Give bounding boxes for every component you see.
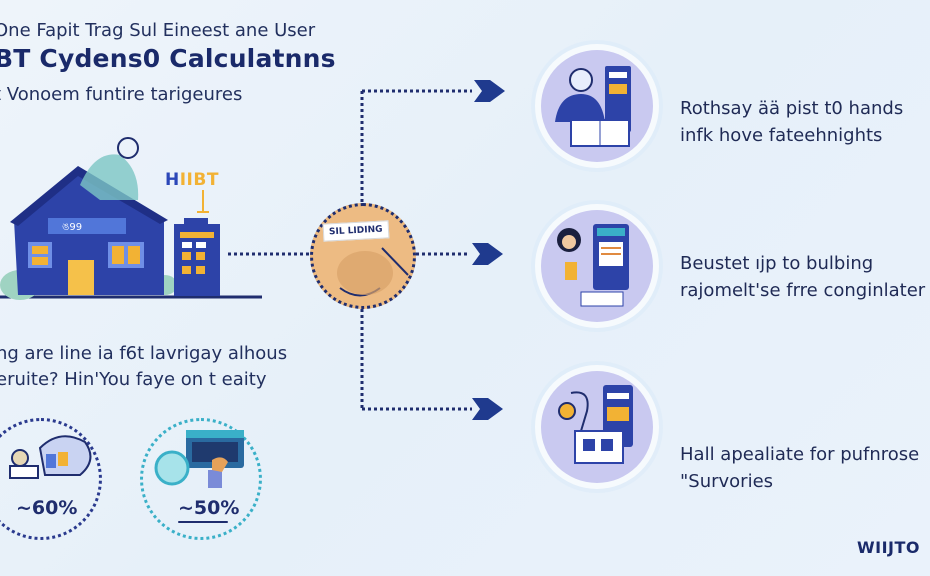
header-subtitle-top: One Fapit Trag Sul Eineest ane User <box>0 20 316 41</box>
piggy-bank-icon <box>9 435 92 479</box>
stat-value-1: ~60% <box>16 497 78 519</box>
header-subtitle-bottom: t Vonoem funtire tarigeures <box>0 84 243 105</box>
arrow-bottom-icon <box>472 398 503 420</box>
hbt-label: HIIBT <box>165 170 219 190</box>
monitor-icon <box>154 430 244 488</box>
hand-icon <box>337 247 409 297</box>
building-icon <box>174 190 220 296</box>
body-text-line-1: ng are line ia f6t lavrigay alhous <box>0 343 288 364</box>
center-label: SIL LIDING <box>322 220 389 242</box>
stat-value-2: ~50% <box>178 497 240 519</box>
feature-text-3-line-1: Hall apealiate for pufnrose <box>680 444 920 465</box>
feature-text-2-line-1: Beustet ıjp to bulbing <box>680 253 874 274</box>
stat-circle-1 <box>0 418 102 540</box>
feature-circle-3 <box>541 371 653 483</box>
feature-circle-2 <box>541 210 653 322</box>
house-sign: ঙ99 <box>62 222 82 233</box>
house-illustration: ঙ99 <box>0 137 177 300</box>
feature-text-1-line-1: Rothsay ää pist t0 hands <box>680 98 904 119</box>
feature-text-3-line-2: "Survories <box>680 471 774 492</box>
brand-logo: WIIJTO <box>857 538 921 557</box>
device-documents-icon <box>558 385 633 464</box>
woman-document-icon <box>557 224 629 307</box>
page-title: BT Cydens0 Calculatnns <box>0 44 336 73</box>
arrow-middle-icon <box>472 243 503 265</box>
body-text-line-2: eruite? Hin'You faye on t eaity <box>0 369 267 390</box>
feature-text-2: Beustet ıjp to bulbing rajomelt'se frre … <box>680 250 925 304</box>
feature-circle-1 <box>541 50 653 162</box>
feature-text-1-line-2: infk hove fateehnights <box>680 125 883 146</box>
stat-circle-2 <box>140 418 262 540</box>
stat-underline <box>178 521 228 523</box>
feature-text-3: Hall apealiate for pufnrose "Survories <box>680 441 919 495</box>
feature-text-2-line-2: rajomelt'se frre conginlater <box>680 280 926 301</box>
person-reading-icon <box>555 66 631 147</box>
arrow-top-icon <box>474 80 505 102</box>
feature-text-1: Rothsay ää pist t0 hands infk hove fatee… <box>680 95 903 149</box>
